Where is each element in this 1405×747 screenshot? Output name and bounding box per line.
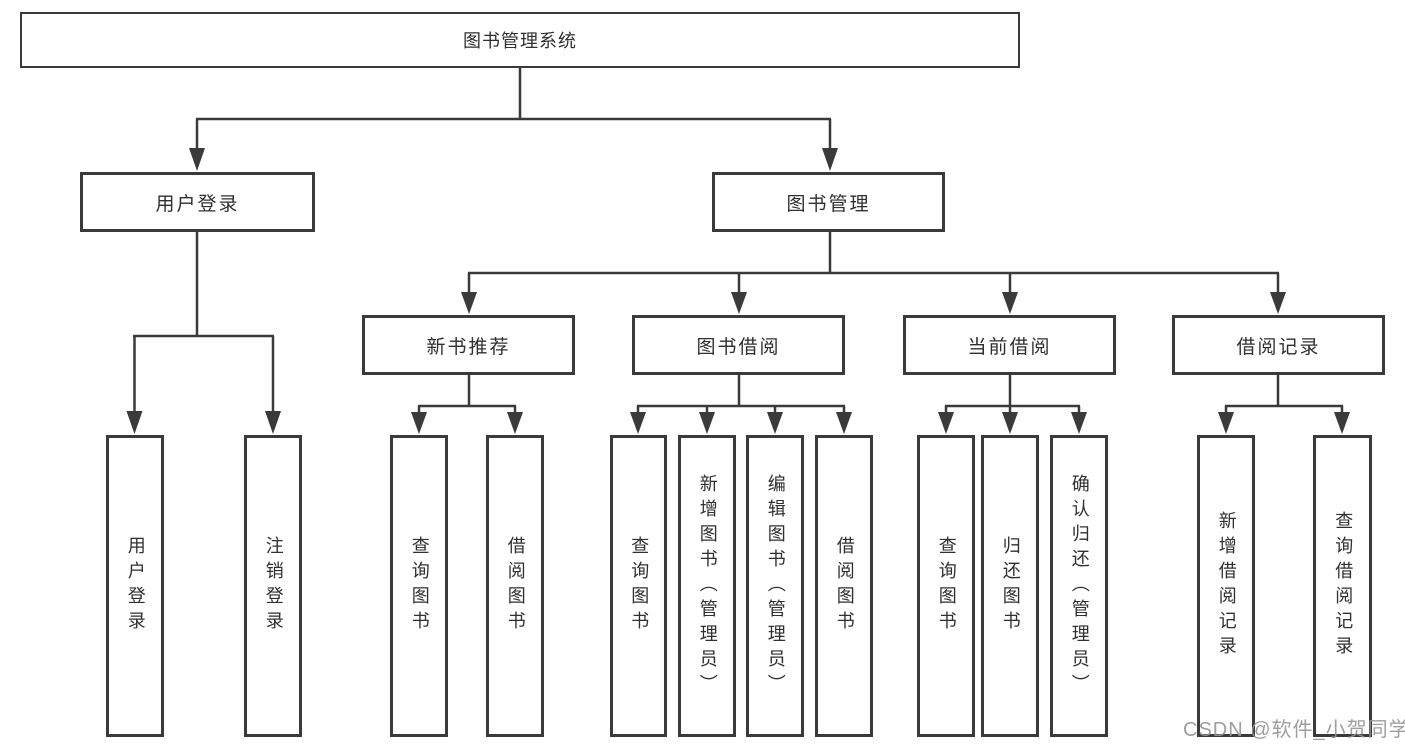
node-leaf-logout: 注销登录 — [244, 435, 302, 737]
leaf-label: 借阅图书 — [505, 536, 526, 636]
leaf-label: 借阅图书 — [834, 536, 855, 636]
leaf-label: 归还图书 — [1000, 536, 1021, 636]
node-leaf-return-books: 归还图书 — [981, 435, 1039, 737]
node-leaf-query-books-1: 查询图书 — [390, 435, 448, 737]
node-library-management-system: 图书管理系统 — [20, 12, 1020, 68]
node-leaf-confirm-return-admin: 确认归还（管理员） — [1050, 435, 1108, 737]
node-leaf-add-borrow-record: 新增借阅记录 — [1197, 435, 1255, 737]
leaf-label: 新增图书（管理员） — [697, 473, 718, 699]
node-leaf-add-books-admin: 新增图书（管理员） — [678, 435, 736, 737]
leaf-label: 查询图书 — [409, 536, 430, 636]
leaf-label: 查询借阅记录 — [1333, 511, 1354, 661]
node-new-book-recommend: 新书推荐 — [362, 315, 575, 375]
node-leaf-borrow-books-1: 借阅图书 — [486, 435, 544, 737]
node-borrowing-records: 借阅记录 — [1172, 315, 1385, 375]
node-leaf-edit-books-admin: 编辑图书（管理员） — [746, 435, 804, 737]
node-leaf-query-books-2: 查询图书 — [610, 435, 667, 737]
node-leaf-borrow-books-2: 借阅图书 — [815, 435, 873, 737]
leaf-label: 用户登录 — [125, 536, 146, 636]
node-leaf-query-borrow-record: 查询借阅记录 — [1313, 435, 1372, 737]
node-user-login: 用户登录 — [80, 172, 315, 232]
leaf-label: 确认归还（管理员） — [1069, 473, 1090, 699]
node-leaf-query-books-3: 查询图书 — [917, 435, 975, 737]
leaf-label: 查询图书 — [936, 536, 957, 636]
node-book-borrowing: 图书借阅 — [632, 315, 845, 375]
node-current-borrowing: 当前借阅 — [903, 315, 1116, 375]
leaf-label: 新增借阅记录 — [1216, 511, 1237, 661]
node-book-management: 图书管理 — [712, 172, 945, 232]
node-leaf-user-login: 用户登录 — [106, 435, 164, 737]
leaf-label: 查询图书 — [629, 536, 650, 636]
leaf-label: 编辑图书（管理员） — [765, 473, 786, 699]
leaf-label: 注销登录 — [263, 536, 284, 636]
